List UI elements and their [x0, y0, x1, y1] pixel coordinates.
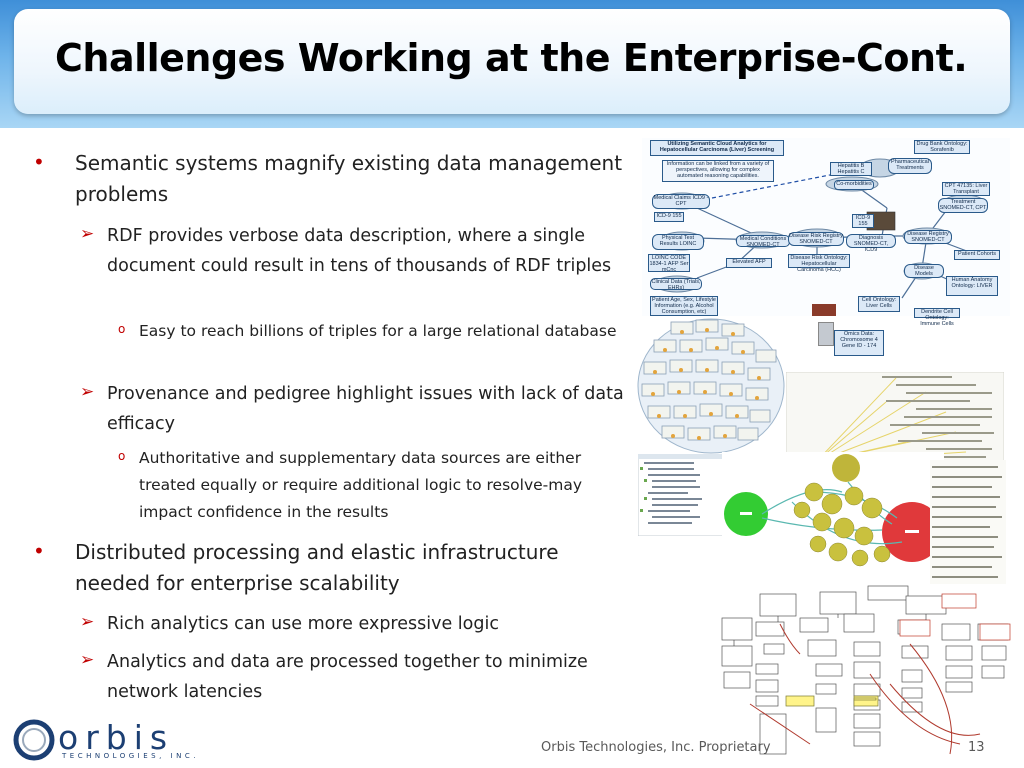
orbis-logo-ring-icon — [13, 719, 55, 761]
title-panel — [14, 9, 1010, 114]
node-disease-registry: Disease Registry SNOMED-CT — [904, 230, 952, 244]
node-disease-risk-registry: Disease Risk Registry SNOMED-CT — [788, 232, 844, 246]
node-disease-models: Disease Models — [904, 264, 944, 278]
file-tree-panel — [638, 454, 724, 536]
node-icd9-b: ICD-9 155 — [852, 214, 874, 228]
bullet-level3-billions-triples: Easy to reach billions of triples for a … — [139, 322, 617, 340]
arrow-bullet-icon: ➢ — [80, 224, 95, 244]
node-loinc-code: LOINC CODE 1834-1 AFP Ser mCnc — [648, 254, 690, 273]
arrow-bullet-icon: ➢ — [80, 382, 95, 402]
node-treatment: Treatment SNOMED-CT, CPT — [938, 198, 988, 213]
ontology-circle-graphic — [637, 318, 785, 454]
bullet-marker: • — [33, 539, 45, 563]
node-drug-bank: Drug Bank Ontology: Sorafenib — [914, 140, 970, 154]
diagram-note-box: Information can be linked from a variety… — [662, 160, 774, 182]
node-patient-lifestyle: Patient Age, Sex, Lifestyle Information … — [650, 296, 718, 316]
logo-wordmark: orbis — [58, 718, 175, 757]
node-medical-conditions: Medical Conditions SNOMED-CT — [736, 235, 790, 248]
bullet-level1-semantic-systems: Semantic systems magnify existing data m… — [75, 151, 623, 206]
hex-network-graphic — [722, 452, 944, 580]
arrow-bullet-icon: ➢ — [80, 650, 95, 670]
node-medical-claims: Medical Claims ICD9 - CPT — [652, 194, 710, 209]
node-clinical-data: Clinical Data (Trials, EHRs) — [650, 278, 702, 291]
bullet-level1-distributed-processing: Distributed processing and elastic infra… — [75, 540, 559, 595]
bullet-level3-authoritative-sources: Authoritative and supplementary data sou… — [139, 449, 583, 521]
node-patient-cohorts: Patient Cohorts — [954, 250, 1000, 260]
node-human-anatomy: Human Anatomy Ontology: LIVER — [946, 276, 998, 296]
node-pharma-treatments: Pharmaceutical Treatments — [888, 158, 932, 174]
bullet-level2-rdf-verbose: RDF provides verbose data description, w… — [107, 226, 612, 276]
node-co-morbidities: Co-morbidities — [834, 180, 874, 190]
circle-bullet-icon: o — [118, 322, 126, 336]
node-icd9-a: ICD-9 155 — [654, 212, 684, 222]
node-elevated-afp: Elevated AFP — [726, 258, 772, 268]
triples-sublist-graphic — [930, 460, 1006, 586]
logo-subtext: TECHNOLOGIES, INC. — [62, 752, 199, 760]
chromosome-image — [818, 322, 834, 346]
node-cpt-liver-transplant: CPT 47135: Liver Transplant — [942, 182, 990, 196]
circle-bullet-icon: o — [118, 449, 126, 463]
node-cell-ontology: Cell Ontology: Liver Cells — [858, 296, 900, 312]
bullet-level2-rich-analytics: Rich analytics can use more expressive l… — [107, 614, 499, 634]
node-omics-data: Omics Data: Chromosome 4 Gene ID - 174 — [834, 330, 884, 356]
node-dendrite-cell: Dendrite Cell Ontology: Immune Cells — [914, 308, 960, 327]
bullet-marker: • — [33, 150, 45, 174]
uml-class-diagram — [720, 584, 1016, 764]
node-physical-test: Physical Test Results LOINC — [652, 234, 704, 250]
bullet-level2-provenance: Provenance and pedigree highlight issues… — [107, 384, 624, 434]
node-hepatitis: Hepatitis B Hepatitis C — [830, 162, 872, 176]
node-disease-risk-ontology: Disease Risk Ontology: Hepatocellular Ca… — [788, 254, 850, 273]
node-diagnosis: Diagnosis SNOMED-CT, ICD9 — [846, 234, 896, 253]
diagram-title-box: Utilizing Semantic Cloud Analytics for H… — [650, 140, 784, 156]
hcc-semantic-diagram: Utilizing Semantic Cloud Analytics for H… — [642, 138, 1010, 327]
bullet-level2-analytics-data-together: Analytics and data are processed togethe… — [107, 652, 588, 702]
slide-title: Challenges Working at the Enterprise-Con… — [55, 36, 968, 80]
arrow-bullet-icon: ➢ — [80, 612, 95, 632]
slide-number: 13 — [968, 740, 985, 755]
footer-proprietary: Orbis Technologies, Inc. Proprietary — [541, 740, 771, 755]
